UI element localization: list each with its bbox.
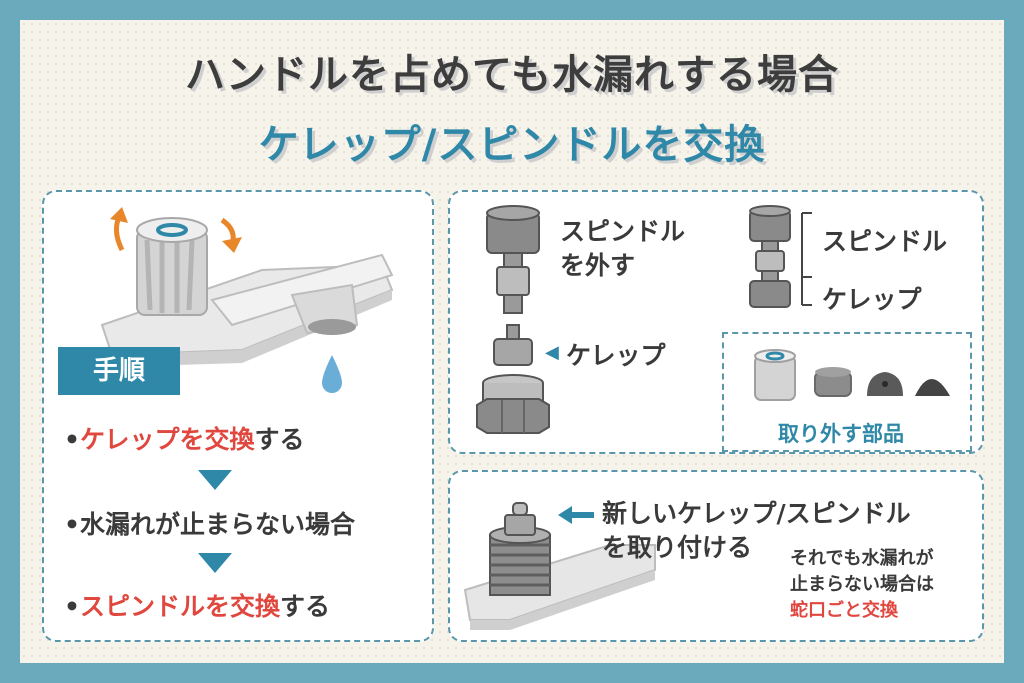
- install-illustration: [463, 502, 656, 630]
- remove-spindle-label-1: スピンドル: [560, 217, 686, 246]
- step-2: •水漏れが止まらない場合: [64, 505, 355, 541]
- step-1-bullet: •: [64, 425, 80, 454]
- assembled-spindle-label: スピンドル: [822, 227, 948, 256]
- pointer-triangle-icon: ◀: [545, 342, 559, 363]
- step-2-bullet: •: [64, 510, 80, 539]
- procedure-heading: 手順: [58, 347, 180, 395]
- page-title: ハンドルを占めても水漏れする場合: [185, 52, 839, 98]
- assembled-spindle-illustration: [749, 205, 812, 308]
- step-2-text: 水漏れが止まらない場合: [79, 510, 355, 539]
- step-1-emphasis: ケレップを交換: [79, 425, 255, 454]
- page-subtitle: ケレップ/スピンドルを交換: [258, 122, 766, 168]
- assembled-kerep-label: ケレップ: [822, 285, 922, 314]
- removed-parts-illustration: [754, 349, 950, 401]
- step-3-rest: する: [280, 592, 331, 621]
- arrow-left-icon: [558, 506, 594, 524]
- step-3-bullet: •: [64, 592, 80, 621]
- note-line-2: 止まらない場合は: [790, 574, 934, 595]
- step-3: •スピンドルを交換する: [64, 587, 330, 623]
- remove-spindle-label-2: を外す: [560, 251, 636, 280]
- exploded-parts-illustration: [476, 205, 550, 434]
- note-line-1: それでも水漏れが: [790, 548, 934, 569]
- step-arrow-2: [198, 553, 232, 573]
- parts-label: 取り外す部品: [778, 422, 904, 446]
- install-label-1: 新しいケレップ/スピンドル: [602, 499, 911, 528]
- note-line-3: 蛇口ごと交換: [790, 600, 898, 621]
- step-1-rest: する: [254, 425, 305, 454]
- step-1: •ケレップを交換する: [64, 420, 305, 456]
- kerep-label: ケレップ: [566, 341, 666, 370]
- install-label-2: を取り付ける: [602, 533, 753, 562]
- step-arrow-1: [198, 470, 232, 490]
- step-3-emphasis: スピンドルを交換: [79, 592, 280, 621]
- faucet-illustration: [100, 207, 394, 393]
